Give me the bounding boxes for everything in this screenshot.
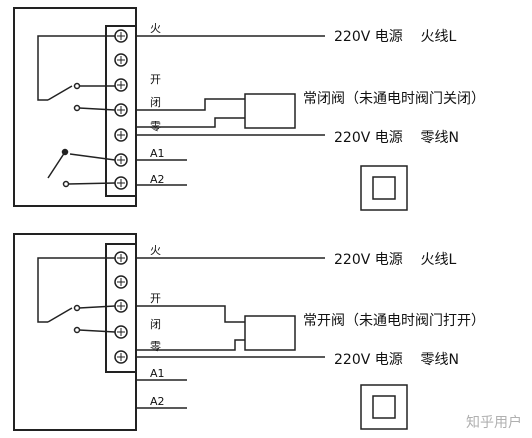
terminal-screw-icon <box>114 325 128 339</box>
valve-box <box>244 93 296 129</box>
label-close: 闭 <box>150 96 161 109</box>
label-a1: A1 <box>150 367 165 380</box>
terminal-screw-icon <box>114 350 128 364</box>
switch-icon <box>360 165 408 211</box>
label-open: 开 <box>150 73 161 86</box>
valve-label: 常开阀（未通电时阀门打开） <box>303 312 485 329</box>
terminal-strip <box>105 243 137 373</box>
terminal-screw-icon <box>114 176 128 190</box>
relay-wiring <box>37 257 116 334</box>
terminal-screws <box>114 251 128 364</box>
label-a2: A2 <box>150 173 165 186</box>
valve-label: 常闭阀（未通电时阀门关闭） <box>303 91 485 107</box>
terminal-screw-icon <box>114 275 128 289</box>
relay-wiring <box>37 35 116 188</box>
terminal-screws <box>114 29 128 190</box>
label-close: 闭 <box>150 318 161 331</box>
label-open: 开 <box>150 292 161 305</box>
power-neutral-label: 220V 电源 零线N <box>334 352 459 368</box>
label-live: 火 <box>150 244 161 257</box>
terminal-screw-icon <box>114 128 128 142</box>
external-lines <box>136 257 325 409</box>
terminal-screw-icon <box>114 53 128 67</box>
label-neutral: 零 <box>150 340 161 353</box>
terminal-screw-icon <box>114 153 128 167</box>
terminal-screw-icon <box>114 29 128 43</box>
valve-box <box>244 315 296 351</box>
power-live-label: 220V 电源 火线L <box>334 29 457 45</box>
terminal-screw-icon <box>114 299 128 313</box>
terminal-strip <box>105 25 137 197</box>
power-live-label: 220V 电源 火线L <box>334 252 457 268</box>
switch-icon <box>360 384 408 430</box>
label-neutral: 零 <box>150 120 161 133</box>
external-lines <box>136 35 325 186</box>
diagram-normally-closed: 火 开 闭 零 A1 A2 220V 电源 火线L 常闭阀（未通电时阀门关闭） … <box>13 7 485 211</box>
label-live: 火 <box>150 22 161 35</box>
watermark: 知乎用户 <box>466 415 522 431</box>
label-a1: A1 <box>150 147 165 160</box>
terminal-screw-icon <box>114 103 128 117</box>
power-neutral-label: 220V 电源 零线N <box>334 130 459 146</box>
terminal-screw-icon <box>114 78 128 92</box>
label-a2: A2 <box>150 395 165 408</box>
diagram-normally-open: 火 开 闭 零 A1 A2 220V 电源 火线L 常开阀（未通电时阀门打开） … <box>13 233 485 431</box>
terminal-screw-icon <box>114 251 128 265</box>
